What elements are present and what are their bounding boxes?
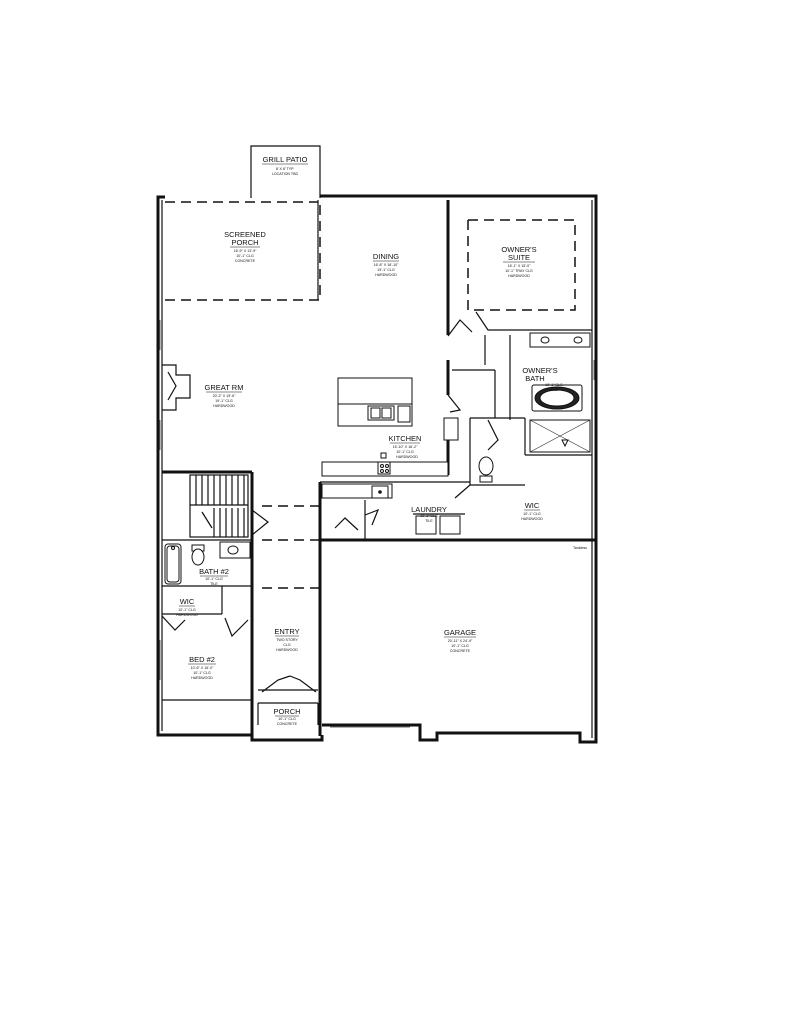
svg-text:15'-10" X 16'-2": 15'-10" X 16'-2" [393, 445, 418, 449]
label-bed2: BED #2 10'-6" X 16'-0" 10'-1" CLG HARDWO… [188, 655, 216, 680]
svg-text:10'-1" TRAY CLG: 10'-1" TRAY CLG [505, 269, 533, 273]
svg-text:WIC: WIC [525, 501, 540, 510]
svg-text:BATH #2: BATH #2 [199, 567, 229, 576]
svg-text:HARDWOOD: HARDWOOD [176, 613, 198, 617]
kitchen-counters [321, 417, 459, 499]
fireplace [162, 364, 191, 411]
svg-text:10'-1" CLG: 10'-1" CLG [396, 450, 414, 454]
svg-text:WIC: WIC [180, 597, 195, 606]
svg-text:BED #2: BED #2 [189, 655, 215, 664]
svg-text:ENTRY: ENTRY [274, 627, 299, 636]
svg-text:10'-1" CLG: 10'-1" CLG [278, 717, 296, 721]
svg-text:HARDWOOD: HARDWOOD [276, 648, 298, 652]
label-entry: ENTRY TWO STORY CLG HARDWOOD [274, 627, 299, 652]
svg-text:TILE: TILE [210, 582, 218, 586]
svg-text:PORCH: PORCH [231, 238, 258, 247]
windows [159, 320, 595, 728]
svg-text:20'-11" X 24'-9": 20'-11" X 24'-9" [448, 639, 473, 643]
label-bath2: BATH #2 10'-1" CLG TILE [199, 567, 229, 586]
svg-text:TILE: TILE [550, 388, 558, 392]
svg-text:16'-8" X 18'-10": 16'-8" X 18'-10" [374, 263, 399, 267]
owners-bath-fixtures [478, 332, 591, 483]
label-owners-bath: OWNER'S BATH 10'-1" CLG TILE [522, 366, 563, 392]
label-laundry: LAUNDRY 10'-1" CLG TILE [411, 505, 447, 523]
label-porch: PORCH 10'-1" CLG CONCRETE [273, 707, 300, 726]
grill-patio-outline [250, 145, 321, 198]
svg-text:10'-1" CLG: 10'-1" CLG [545, 383, 563, 387]
svg-text:TWO STORY: TWO STORY [276, 638, 298, 642]
svg-text:KITCHEN: KITCHEN [389, 434, 422, 443]
exterior-walls [156, 194, 598, 744]
svg-text:SUITE: SUITE [508, 253, 530, 262]
svg-text:HARDWOOD: HARDWOOD [191, 676, 213, 680]
interior-walls [161, 200, 596, 736]
label-garage: GARAGE 20'-11" X 24'-9" 10'-1" CLG CONCR… [444, 628, 476, 653]
svg-text:10'-1" CLG: 10'-1" CLG [451, 644, 469, 648]
svg-text:SCREENED: SCREENED [224, 230, 266, 239]
svg-text:TILE: TILE [425, 519, 433, 523]
svg-text:GREAT RM: GREAT RM [205, 383, 244, 392]
svg-text:OWNER'S: OWNER'S [501, 245, 536, 254]
svg-text:19'-1" CLG: 19'-1" CLG [215, 399, 233, 403]
svg-text:GARAGE: GARAGE [444, 628, 476, 637]
laundry-appliances [413, 513, 465, 535]
svg-text:10'-1" CLG: 10'-1" CLG [178, 608, 196, 612]
note-tankless: Tankless [573, 546, 587, 550]
kitchen-island [337, 377, 413, 427]
svg-text:10'-1" CLG: 10'-1" CLG [420, 514, 438, 518]
staircase [189, 474, 269, 538]
svg-text:Tankless: Tankless [573, 546, 587, 550]
label-screened-porch: SCREENED PORCH 16'-9" X 13'-9" 10'-1" CL… [224, 230, 266, 263]
svg-text:10'-1" CLG: 10'-1" CLG [193, 671, 211, 675]
bath2-fixtures [164, 541, 251, 585]
svg-text:19'-1" CLG: 19'-1" CLG [377, 268, 395, 272]
svg-text:10'-1" CLG: 10'-1" CLG [205, 577, 223, 581]
screened-porch-walls [165, 200, 321, 301]
svg-text:CONCRETE: CONCRETE [450, 649, 471, 653]
label-great-rm: GREAT RM 20'-2" X 19'-6" 19'-1" CLG HARD… [205, 383, 244, 408]
svg-text:CONCRETE: CONCRETE [235, 259, 256, 263]
svg-text:16'-1" X 15'-0": 16'-1" X 15'-0" [508, 264, 531, 268]
svg-text:CLG: CLG [283, 643, 291, 647]
owners-suite-tray [467, 219, 576, 311]
label-kitchen: KITCHEN 15'-10" X 16'-2" 10'-1" CLG HARD… [380, 434, 422, 459]
svg-text:10'-6" X 16'-0": 10'-6" X 16'-0" [191, 666, 214, 670]
svg-text:BATH: BATH [525, 374, 544, 383]
svg-text:10'-1" CLG: 10'-1" CLG [236, 254, 254, 258]
svg-text:LOCATION TBD: LOCATION TBD [272, 172, 299, 176]
svg-text:HARDWOOD: HARDWOOD [375, 273, 397, 277]
svg-text:GRILL PATIO: GRILL PATIO [263, 155, 308, 164]
svg-text:HARDWOOD: HARDWOOD [213, 404, 235, 408]
svg-text:16'-9" X 13'-9": 16'-9" X 13'-9" [234, 249, 257, 253]
label-owners-suite: OWNER'S SUITE 16'-1" X 15'-0" 10'-1" TRA… [501, 245, 536, 278]
svg-text:8' X 8' TYP.: 8' X 8' TYP. [276, 167, 294, 171]
svg-text:LAUNDRY: LAUNDRY [411, 505, 447, 514]
label-grill-patio: GRILL PATIO 8' X 8' TYP. LOCATION TBD [262, 155, 308, 176]
svg-text:20'-2" X 19'-6": 20'-2" X 19'-6" [213, 394, 236, 398]
label-wic-owner: WIC 10'-1" CLG HARDWOOD [521, 501, 543, 521]
svg-text:10'-1" CLG: 10'-1" CLG [523, 512, 541, 516]
label-dining: DINING 16'-8" X 18'-10" 19'-1" CLG HARDW… [373, 252, 399, 277]
svg-text:HARDWOOD: HARDWOOD [396, 455, 418, 459]
svg-text:OWNER'S: OWNER'S [522, 366, 557, 375]
svg-text:DINING: DINING [373, 252, 399, 261]
label-wic2: WIC 10'-1" CLG HARDWOOD [176, 597, 198, 617]
svg-text:HARDWOOD: HARDWOOD [508, 274, 530, 278]
svg-text:HARDWOOD: HARDWOOD [521, 517, 543, 521]
svg-text:CONCRETE: CONCRETE [277, 722, 298, 726]
svg-text:PORCH: PORCH [273, 707, 300, 716]
